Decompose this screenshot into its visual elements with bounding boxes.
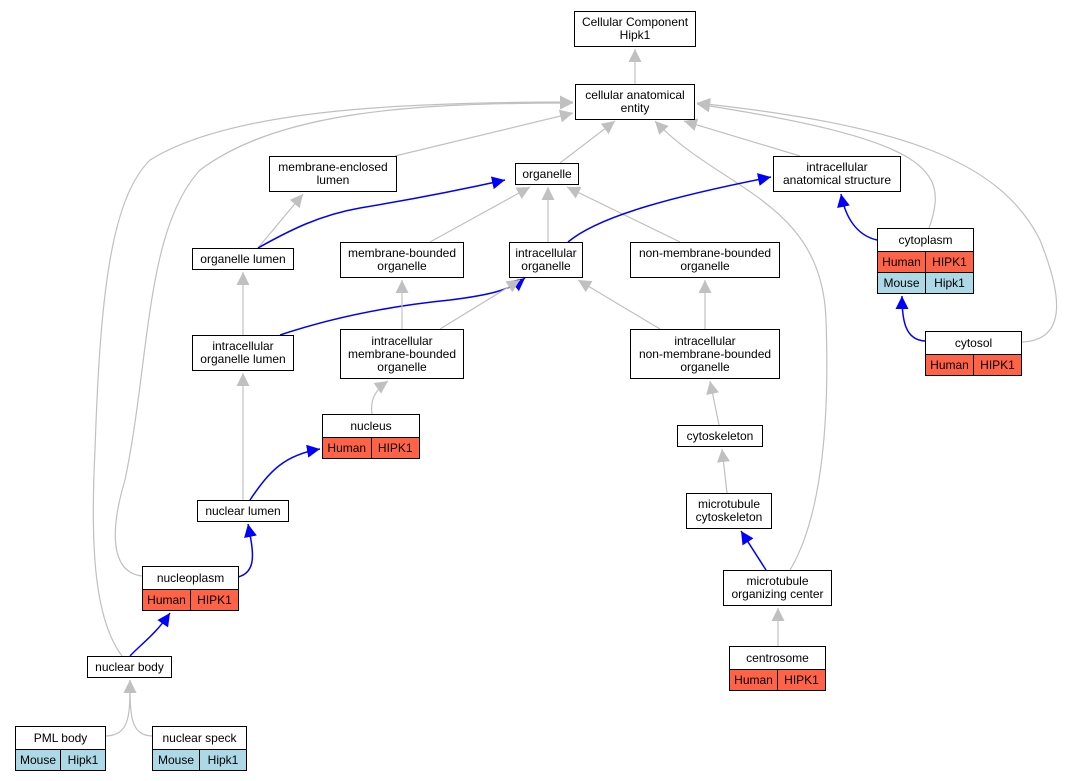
node-root[interactable]: Cellular Component Hipk1 [574, 11, 696, 47]
node-label: intracellular organelle lumen [200, 339, 286, 366]
node-label: intracellular anatomical structure [782, 160, 892, 187]
edge-nb-np [129, 612, 171, 657]
edge-mtcs-cytosk [717, 448, 730, 494]
node-label: membrane-bounded organelle [347, 246, 457, 273]
node-label: intracellular non-membrane-bounded organ… [638, 333, 772, 374]
node-label: cytoplasm [898, 232, 953, 247]
species-row-human: Human HIPK1 [143, 589, 238, 610]
edge-ol-mel [257, 193, 304, 249]
edge-org-cae [559, 120, 616, 164]
edge-nb-cae [92, 95, 574, 657]
node-label: intracellular membrane-bounded organelle [347, 333, 457, 374]
node-inmbo[interactable]: intracellular non-membrane-bounded organ… [630, 329, 780, 379]
node-label: nuclear lumen [205, 503, 281, 518]
species-cell: Human [147, 592, 186, 607]
gene-cell: HIPK1 [925, 252, 973, 272]
gene-cell: HIPK1 [190, 590, 238, 610]
gene-cell: HIPK1 [973, 355, 1021, 375]
node-mtoc[interactable]: microtubule organizing center [723, 570, 832, 606]
node-cae[interactable]: cellular anatomical entity [575, 84, 695, 120]
node-label: PML body [33, 730, 88, 745]
node-label: nucleoplasm [156, 570, 225, 585]
edge-pml-nb [105, 679, 137, 737]
node-nl[interactable]: nuclear lumen [197, 500, 289, 522]
edge-cyto-cae [696, 99, 936, 229]
species-cell: Human [327, 440, 367, 455]
edges [92, 49, 1058, 737]
node-mel[interactable]: membrane-enclosed lumen [269, 156, 397, 192]
edge-mtoc-mtcs [740, 530, 767, 571]
node-iol[interactable]: intracellular organelle lumen [192, 335, 294, 371]
edge-ol-org [257, 176, 506, 249]
node-label: centrosome [746, 650, 809, 665]
species-row-mouse: Mouse Hipk1 [878, 272, 973, 293]
node-mbo[interactable]: membrane-bounded organelle [340, 242, 464, 278]
edge-ias-cae [683, 118, 801, 157]
node-label: membrane-enclosed lumen [278, 160, 388, 187]
edge-io-ias [567, 173, 772, 243]
edge-cytosk-inmbo [706, 380, 720, 426]
species-cell: Human [882, 254, 921, 269]
edge-nspeck-nb [123, 679, 153, 737]
edge-cytosol-cyto [895, 295, 926, 342]
gene-cell: HIPK1 [777, 670, 825, 690]
node-label: nucleus [350, 418, 392, 433]
node-label: cellular anatomical entity [585, 88, 685, 115]
species-row-human: Human HIPK1 [730, 669, 825, 690]
edge-cytosol-cae [696, 97, 1058, 343]
edge-nl-nucleus [249, 444, 321, 501]
gene-cell: Hipk1 [925, 273, 973, 293]
node-label: cytoskeleton [686, 428, 754, 443]
node-ias[interactable]: intracellular anatomical structure [773, 156, 901, 192]
node-mtcs[interactable]: microtubule cytoskeleton [686, 493, 772, 529]
gene-cell: Hipk1 [60, 750, 105, 770]
edge-cyto-ias [837, 193, 878, 241]
node-label: nuclear body [95, 659, 164, 674]
edge-mtoc-cae [654, 120, 828, 571]
node-imbo[interactable]: intracellular membrane-bounded organelle [340, 329, 464, 379]
node-label: intracellular organelle [515, 246, 577, 273]
node-label: microtubule organizing center [731, 574, 824, 601]
node-label: nuclear speck [162, 730, 237, 745]
node-ol[interactable]: organelle lumen [192, 248, 294, 270]
node-label: microtubule cytoskeleton [695, 497, 763, 524]
gene-cell: HIPK1 [370, 438, 420, 458]
node-cytosk[interactable]: cytoskeleton [677, 425, 763, 447]
edge-imbo-io [439, 279, 521, 330]
edge-np-nl [237, 523, 257, 578]
node-label: non-membrane-bounded organelle [638, 246, 772, 273]
species-row-mouse: Mouse Hipk1 [153, 749, 246, 770]
species-cell: Human [734, 672, 773, 687]
species-cell: Mouse [883, 275, 920, 290]
node-label: organelle lumen [200, 251, 286, 266]
edge-inmbo-io [577, 279, 661, 330]
node-label: Cellular Component Hipk1 [581, 15, 689, 42]
node-org[interactable]: organelle [515, 163, 579, 185]
edge-mbo-org [429, 186, 531, 243]
node-label: cytosol [954, 335, 993, 350]
edge-nucleus-imbo [370, 380, 389, 415]
node-nb[interactable]: nuclear body [87, 656, 172, 678]
species-row-human: Human HIPK1 [926, 354, 1021, 375]
edge-mel-cae [394, 109, 574, 157]
species-cell: Mouse [157, 752, 195, 767]
edge-np-cae [114, 96, 574, 577]
gene-cell: Hipk1 [199, 750, 246, 770]
species-cell: Human [930, 357, 969, 372]
species-cell: Mouse [19, 752, 57, 767]
node-nmbo[interactable]: non-membrane-bounded organelle [630, 242, 780, 278]
species-row-human: Human HIPK1 [878, 251, 973, 272]
node-label: organelle [522, 166, 572, 181]
node-io[interactable]: intracellular organelle [509, 242, 583, 278]
